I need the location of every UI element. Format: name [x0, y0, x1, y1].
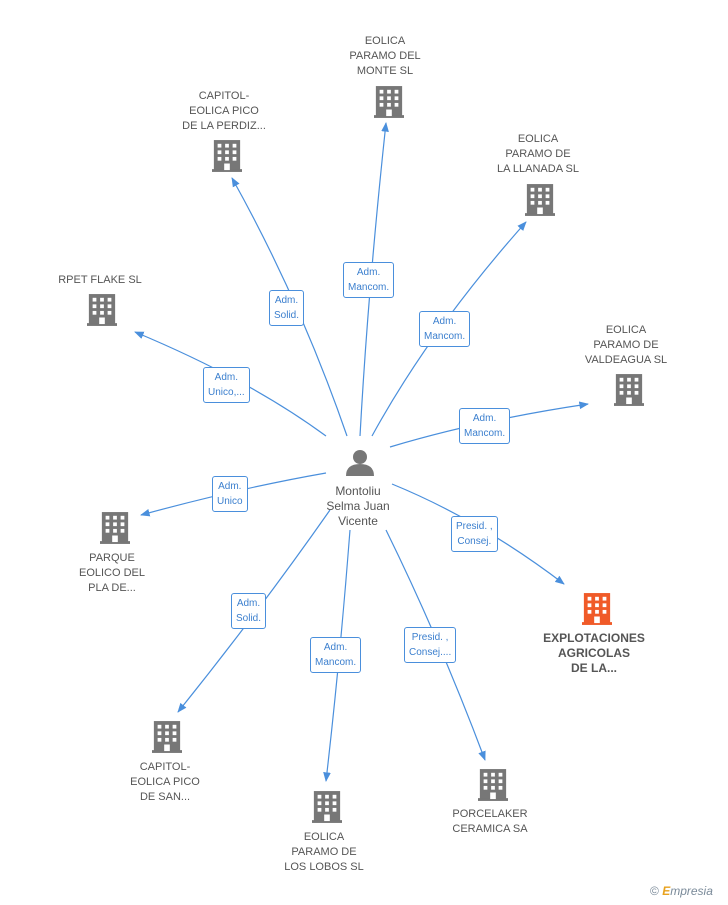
building-icon[interactable]: [478, 769, 508, 801]
brand-logo-text: mpresia: [670, 884, 713, 898]
person-label[interactable]: Montoliu Selma Juan Vicente: [326, 484, 390, 528]
node-label[interactable]: EOLICA PARAMO DE LOS LOBOS SL: [284, 831, 364, 873]
building-icon[interactable]: [87, 294, 117, 326]
building-icon[interactable]: [374, 86, 404, 118]
person-icon[interactable]: [346, 450, 374, 476]
building-icon[interactable]: [525, 184, 555, 216]
relation-badge: Adm. Mancom.: [343, 262, 395, 298]
footer-brand: © Empresia: [650, 884, 713, 898]
relation-badge: Adm. Mancom.: [459, 408, 511, 444]
building-icon[interactable]: [212, 140, 242, 172]
building-icon[interactable]: [152, 721, 182, 753]
copyright-icon: ©: [650, 884, 659, 898]
relation-badge: Adm. Solid.: [269, 290, 305, 326]
node-label[interactable]: RPET FLAKE SL: [58, 274, 142, 286]
relation-badge: Adm. Mancom.: [310, 637, 362, 673]
node-label[interactable]: CAPITOL- EOLICA PICO DE LA PERDIZ...: [182, 90, 266, 132]
node-label[interactable]: CAPITOL- EOLICA PICO DE SAN...: [130, 761, 200, 803]
building-icon[interactable]: [582, 593, 612, 625]
building-icon[interactable]: [100, 512, 130, 544]
relation-badge: Presid. , Consej.: [451, 516, 498, 552]
node-label[interactable]: EOLICA PARAMO DE LA LLANADA SL: [497, 133, 579, 175]
relation-badge: Adm. Solid.: [231, 593, 267, 629]
node-label-highlight[interactable]: EXPLOTACIONES AGRICOLAS DE LA...: [543, 631, 645, 675]
building-icon[interactable]: [614, 374, 644, 406]
relation-badge: Adm. Unico: [212, 476, 248, 512]
node-label[interactable]: PORCELAKER CERAMICA SA: [452, 808, 528, 835]
node-label[interactable]: EOLICA PARAMO DEL MONTE SL: [349, 35, 421, 77]
building-icon[interactable]: [312, 791, 342, 823]
relation-badge: Presid. , Consej....: [404, 627, 457, 663]
relation-badge: Adm. Unico,...: [203, 367, 250, 403]
node-label[interactable]: PARQUE EOLICO DEL PLA DE...: [78, 552, 146, 594]
node-label[interactable]: EOLICA PARAMO DE VALDEAGUA SL: [584, 324, 668, 366]
brand-logo-initial: E: [662, 884, 671, 898]
relation-badge: Adm. Mancom.: [419, 311, 471, 347]
